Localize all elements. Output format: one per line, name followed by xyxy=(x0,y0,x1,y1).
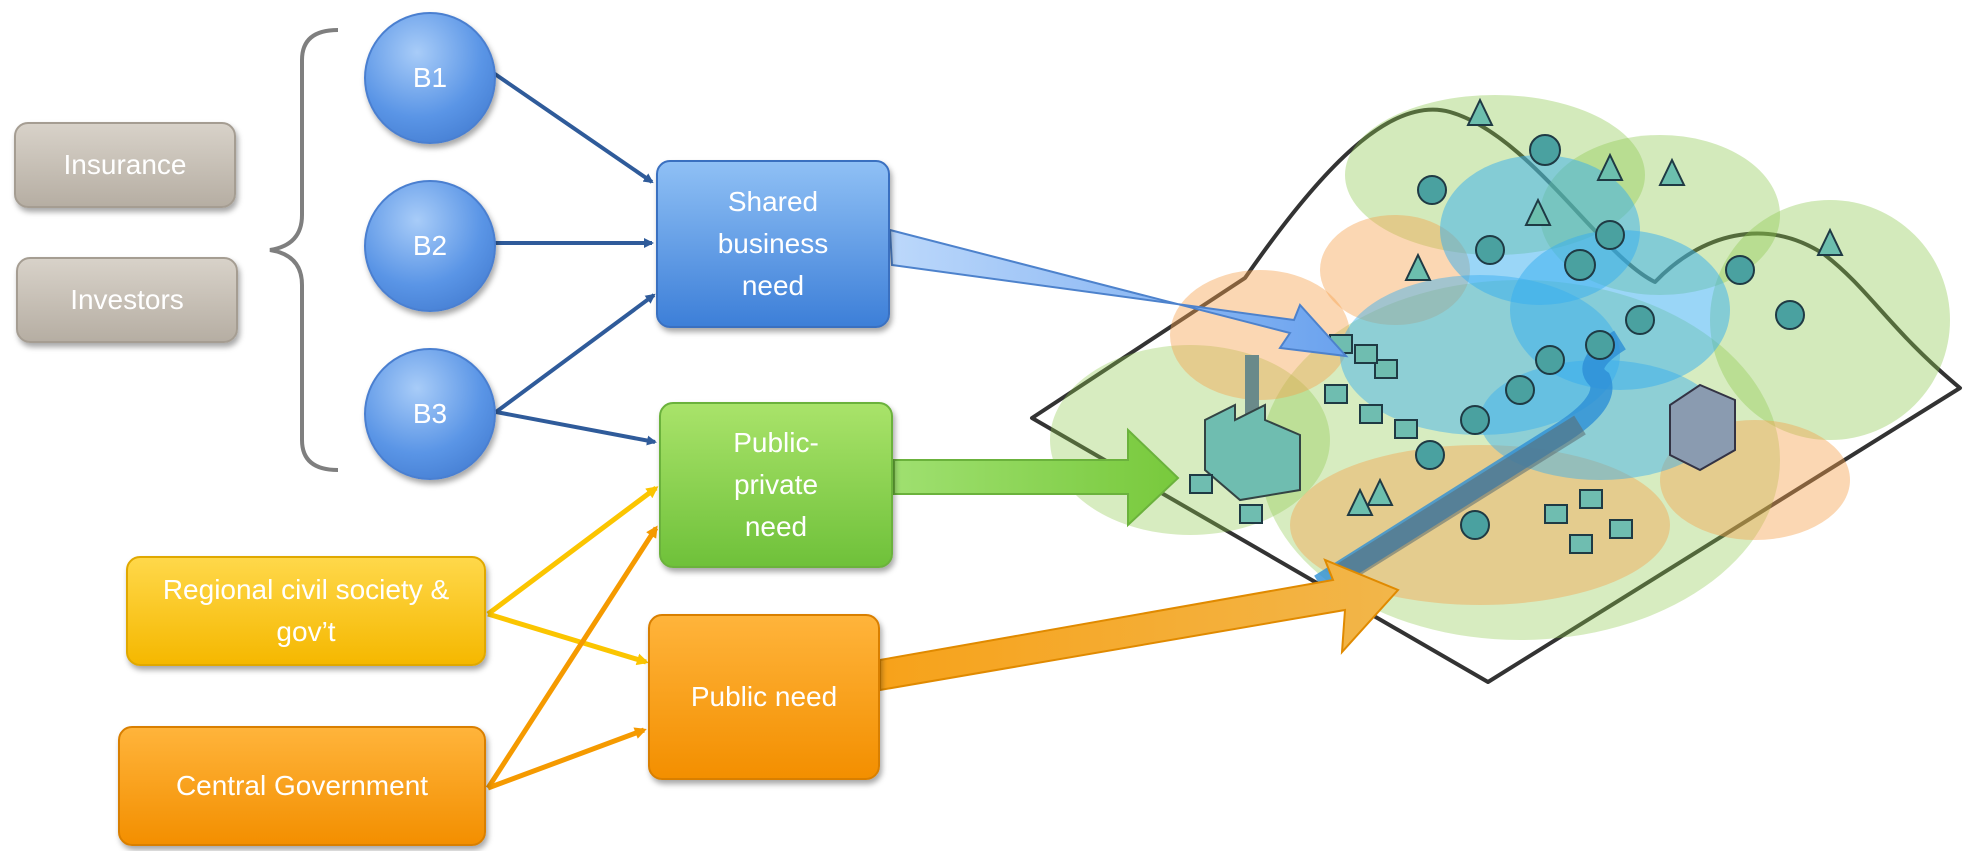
business-b3-label: B3 xyxy=(412,398,448,429)
public-need-label: Public need xyxy=(690,681,838,712)
public-private-need-label: Public-private need xyxy=(733,427,819,542)
arrow-b3-shared xyxy=(494,293,656,414)
factory-illustration xyxy=(1204,355,1301,502)
arrow-b3-publicprivate xyxy=(495,410,657,446)
arrow-shared-to-landscape xyxy=(888,228,1349,358)
building-illustration xyxy=(1669,383,1736,472)
business-b2-label: B2 xyxy=(412,230,448,261)
arrow-central-public xyxy=(487,727,647,791)
arrow-central-publicprivate xyxy=(485,525,659,790)
arrow-regional-public xyxy=(487,611,649,666)
arrow-public-to-landscape xyxy=(879,558,1400,692)
business-b1-node: B1 xyxy=(364,12,496,144)
business-b1-label: B1 xyxy=(412,62,448,93)
investors-label: Investors xyxy=(70,284,184,315)
arrow-regional-publicprivate xyxy=(486,486,659,616)
investors-box: Investors xyxy=(16,257,238,343)
business-b2-node: B2 xyxy=(364,180,496,312)
grouping-brace xyxy=(269,28,339,472)
shared-business-need-label: Shared business need xyxy=(717,186,829,301)
public-need-box: Public need xyxy=(648,614,880,780)
public-private-need-box: Public-private need xyxy=(659,402,893,568)
arrow-b1-shared xyxy=(490,70,654,184)
insurance-label: Insurance xyxy=(63,149,187,180)
landscape-illustration xyxy=(1030,95,1962,684)
arrow-publicprivate-to-landscape xyxy=(893,427,1180,528)
central-government-label: Central Government xyxy=(175,770,429,801)
insurance-box: Insurance xyxy=(14,122,236,208)
regional-civil-society-box: Regional civil society & gov’t xyxy=(126,556,486,666)
business-b3-node: B3 xyxy=(364,348,496,480)
regional-civil-society-label: Regional civil society & gov’t xyxy=(162,574,450,647)
shared-business-need-box: Shared business need xyxy=(656,160,890,328)
central-government-box: Central Government xyxy=(118,726,486,846)
